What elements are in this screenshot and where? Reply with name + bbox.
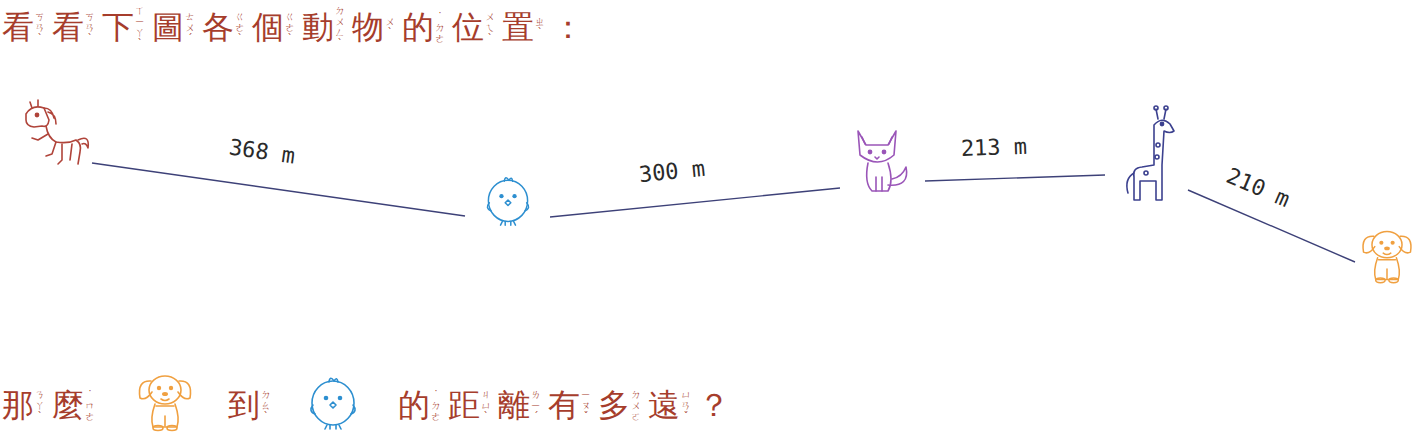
zhuyin-annotation: ㄋㄚˋ: [35, 389, 45, 422]
label-holder: 的距離有多遠？: [398, 386, 748, 424]
label-holder: ㄓˋ: [535, 16, 545, 38]
path-line: [550, 188, 840, 217]
distance-lines: [92, 163, 1355, 262]
zhuyin-annotation: ㄍㄜˋ: [235, 11, 245, 44]
label-holder: 213 m: [959, 135, 1030, 162]
label-holder: ㄩㄢˇ: [681, 389, 691, 422]
label-holder: ㄊㄨˊ: [185, 11, 195, 44]
zhuyin-annotation: ˙ㄇㄜ: [85, 389, 95, 422]
label-holder: 368 m: [226, 135, 299, 169]
distance-label: 213 m: [960, 134, 1027, 161]
label-holder: ˙ㄉㄜ: [431, 389, 441, 422]
label-holder: ㄧㄡˇ: [581, 389, 591, 422]
zhuyin-annotation: ㄒㄧㄚˋ: [135, 5, 145, 49]
label-holder: ㄎㄢˋ: [85, 11, 95, 44]
path-line: [92, 163, 465, 216]
label-holder: 210 m: [1221, 163, 1295, 213]
zhuyin-annotation: ㄎㄢˋ: [85, 11, 95, 44]
zhuyin-annotation: ㄉㄨㄥˋ: [335, 5, 345, 49]
chick-figure: [487, 178, 528, 225]
fox-figure: [858, 131, 907, 191]
zhuyin-annotation: ㄨˋ: [385, 16, 395, 38]
question-text: 的距離有多遠？: [398, 386, 748, 424]
distance-label: 210 m: [1223, 163, 1294, 212]
giraffe-figure: [1127, 106, 1174, 200]
zhuyin-annotation: ㄩㄢˇ: [681, 389, 691, 422]
zhuyin-annotation: ㄨㄟˋ: [485, 11, 495, 44]
zhuyin-annotation: ㄍㄜˋ: [285, 11, 295, 44]
label-holder: ㄉㄠˋ: [261, 389, 271, 422]
distance-label: 368 m: [228, 134, 297, 168]
label-holder: ㄨㄟˋ: [485, 11, 495, 44]
zhuyin-annotation: ㄐㄩˋ: [481, 389, 491, 422]
distance-label: 300 m: [638, 156, 706, 187]
label-holder: ㄐㄩˋ: [481, 389, 491, 422]
label-holder: ㄍㄜˋ: [285, 11, 295, 44]
zhuyin-annotation: ˙ㄉㄜ: [431, 389, 441, 422]
label-holder: ˙ㄉㄜ: [435, 11, 445, 44]
label-holder: ㄎㄢˋ: [35, 11, 45, 44]
label-holder: ㄒㄧㄚˋ: [135, 5, 145, 49]
chick-icon: [311, 378, 355, 429]
path-line: [925, 175, 1105, 181]
label-holder: ㄨˋ: [385, 16, 395, 38]
label-holder: ㄉㄨㄛ: [631, 389, 641, 422]
zhuyin-annotation: ㄌㄧˊ: [531, 389, 541, 422]
label-holder: 300 m: [636, 156, 708, 187]
zhuyin-annotation: ㄊㄨˊ: [185, 11, 195, 44]
zhuyin-annotation: ㄉㄨㄛ: [631, 389, 641, 422]
zhuyin-annotation: ㄉㄠˋ: [261, 389, 271, 422]
zhuyin-annotation: ㄓˋ: [535, 16, 545, 38]
horse-figure: [26, 100, 88, 164]
label-holder: ˙ㄇㄜ: [85, 389, 95, 422]
dog-figure: [1363, 232, 1411, 283]
zhuyin-annotation: ㄎㄢˋ: [35, 11, 45, 44]
label-holder: ㄍㄜˋ: [235, 11, 245, 44]
label-holder: ㄉㄨㄥˋ: [335, 5, 345, 49]
dog-icon: [139, 376, 190, 431]
zhuyin-annotation: ˙ㄉㄜ: [435, 11, 445, 44]
label-holder: ㄋㄚˋ: [35, 389, 45, 422]
label-holder: ㄌㄧˊ: [531, 389, 541, 422]
zhuyin-annotation: ㄧㄡˇ: [581, 389, 591, 422]
